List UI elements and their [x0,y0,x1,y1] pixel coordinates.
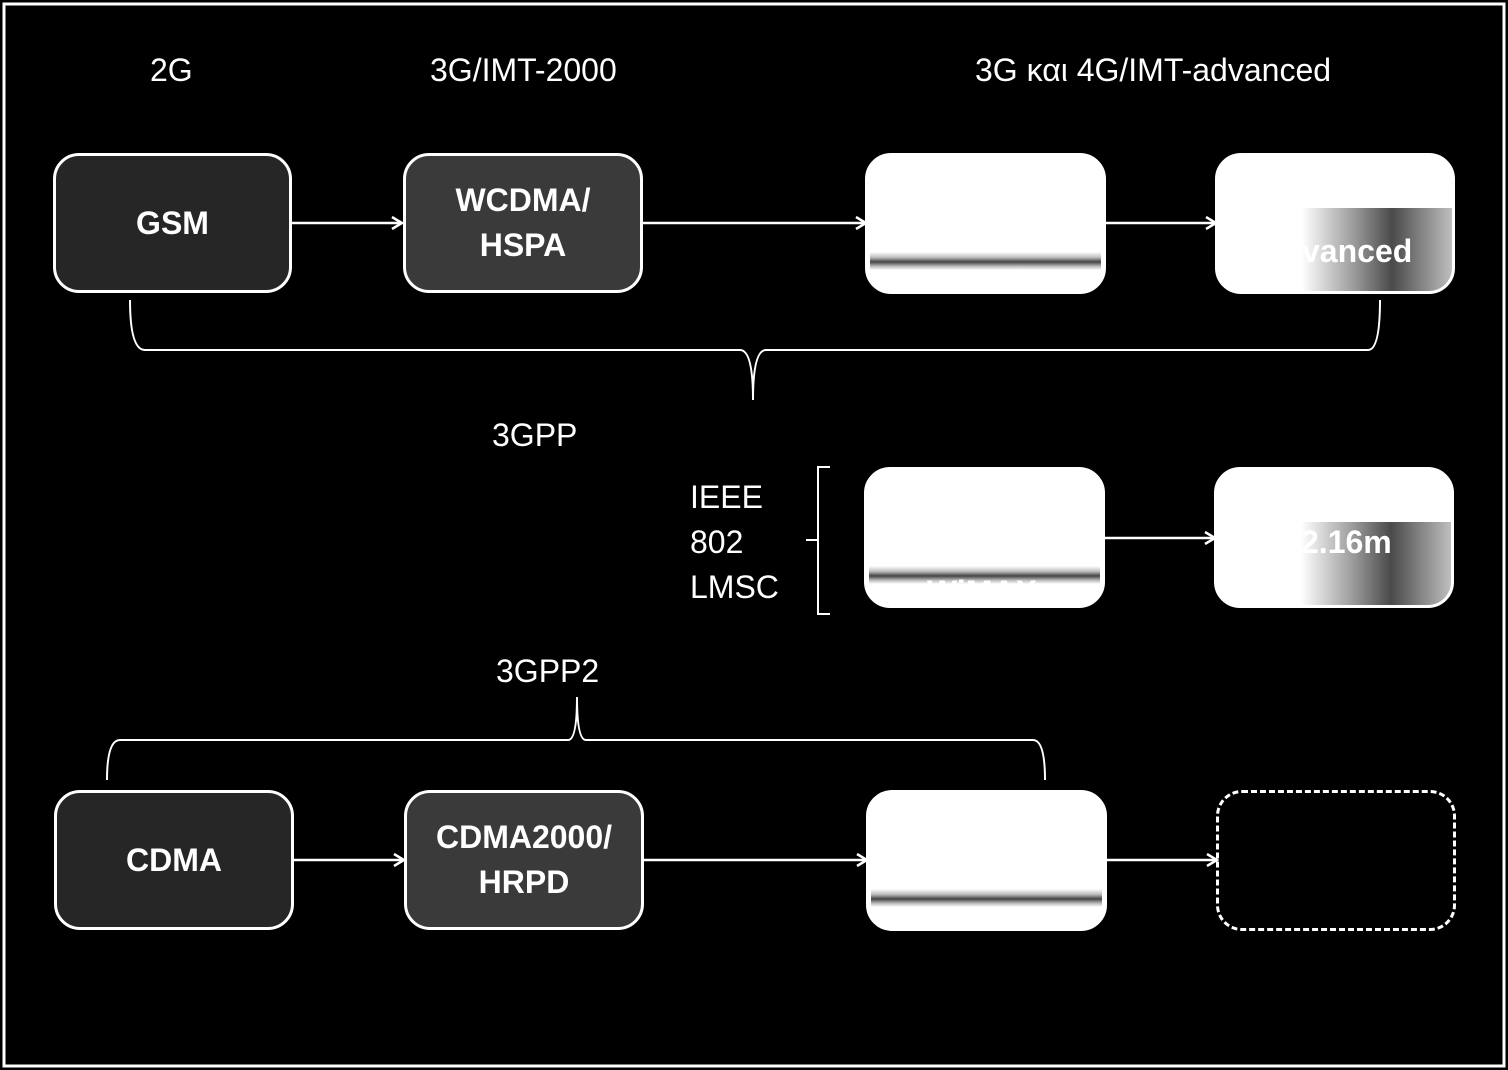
box-lte-advanced-shade [1302,208,1452,291]
label-ieee-802-lmsc: IEEE 802 LMSC [690,475,779,610]
label-ieee-line2: 802 [690,524,744,560]
label-3gpp: 3GPP [492,417,578,453]
label-ieee-line3: LMSC [690,569,779,605]
box-cdma: CDMA [54,790,294,930]
box-gsm: GSM [53,153,292,293]
header-4g: 3G και 4G/IMT-advanced [975,52,1332,88]
box-lte-advanced-line1: LTE [1302,187,1360,207]
box-wimax-band [869,566,1100,584]
header-2g: 2G [150,52,193,88]
label-ieee-line1: IEEE [690,479,763,515]
box-lte-advanced: LTE vanced [1215,153,1455,294]
brace-3gpp [129,299,1381,401]
box-future-empty [1216,790,1456,931]
box-wcdma-line1: WCDMA/ [455,182,591,218]
box-cdma-label: CDMA [126,841,222,878]
box-umb-band [871,889,1102,907]
box-wimax: WiMAX [864,467,1105,608]
box-ieee-80216m: 2.16m [1214,467,1454,608]
box-cdma2000-line1: CDMA2000/ [435,819,613,855]
header-3g: 3G/IMT-2000 [430,52,617,88]
brace-ieee [806,466,830,615]
label-3gpp2: 3GPP2 [496,653,600,689]
box-cdma2000-hrpd: CDMA2000/ HRPD [404,790,644,930]
box-lte-advanced-line2: vanced [1302,233,1413,269]
box-wimax-label: WiMAX [927,574,1037,594]
box-umb [866,790,1107,931]
box-wcdma-line2: HSPA [479,227,567,263]
box-cdma2000-line2: HRPD [478,864,570,900]
box-80216m-shade [1301,522,1451,605]
box-80216m-label: 2.16m [1301,524,1392,560]
box-lte-band [870,252,1101,270]
brace-3gpp2 [106,696,1046,781]
box-wcdma-hspa: WCDMA/ HSPA [403,153,643,293]
box-lte [865,153,1106,294]
box-gsm-label: GSM [136,204,209,241]
